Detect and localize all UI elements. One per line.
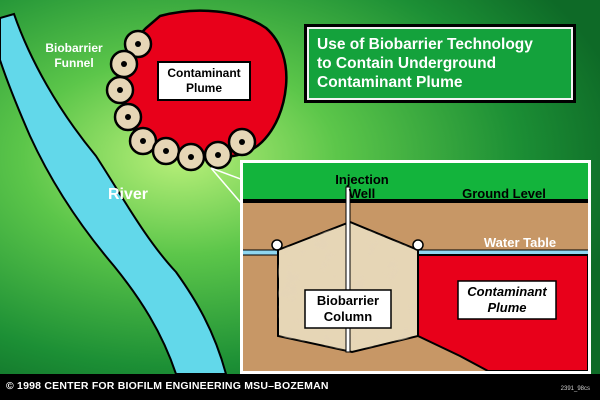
biobarrier-funnel-label-1: Biobarrier <box>45 41 103 55</box>
cross-section-inset: Injection Well Ground Level Water Table … <box>240 160 591 374</box>
footer-code: 2391_98cs <box>560 386 590 392</box>
injection-well-label-1: Injection <box>335 172 389 187</box>
water-table-label: Water Table <box>484 235 556 250</box>
ground-level-label: Ground Level <box>462 186 546 201</box>
funnel-well-center-1 <box>135 41 141 47</box>
injection-well-label-2: Well <box>349 186 376 201</box>
contaminant-plume-map-label-1: Contaminant <box>167 66 240 80</box>
contaminant-plume-section-label-1: Contaminant <box>467 284 547 299</box>
contaminant-plume-map-label-2: Plume <box>186 81 222 95</box>
title-line-1: Use of Biobarrier Technology <box>317 36 533 53</box>
title-line-2: to Contain Underground <box>317 55 497 72</box>
connector-dot-right <box>412 239 424 251</box>
funnel-well-center-4 <box>125 114 131 120</box>
funnel-well-center-8 <box>215 152 221 158</box>
funnel-well-center-5 <box>140 138 146 144</box>
funnel-well-center-6 <box>163 148 169 154</box>
contaminant-plume-section-label-box <box>457 280 557 320</box>
biobarrier-column-label-2: Column <box>324 309 372 324</box>
funnel-well-center-3 <box>117 87 123 93</box>
river <box>0 12 228 375</box>
title-box: Use of Biobarrier Technology to Contain … <box>304 24 576 103</box>
contaminant-plume-section-label-2: Plume <box>487 300 526 315</box>
footer-copyright: © 1998 CENTER FOR BIOFILM ENGINEERING MS… <box>6 380 329 392</box>
river-label: River <box>108 186 148 203</box>
biobarrier-column-label-1: Biobarrier <box>317 293 379 308</box>
biobarrier-column-label-box <box>304 289 392 329</box>
funnel-well-center-7 <box>188 154 194 160</box>
injection-well-pipe <box>345 186 351 353</box>
contaminant-plume-map-label-box <box>157 61 251 101</box>
funnel-well-center-9 <box>239 139 245 145</box>
title-line-3: Contaminant Plume <box>317 74 463 91</box>
connector-dot-left <box>271 239 283 251</box>
funnel-well-center-2 <box>121 61 127 67</box>
ground-surface <box>243 163 588 200</box>
biobarrier-funnel <box>105 29 257 172</box>
biobarrier-funnel-label-2: Funnel <box>54 56 93 70</box>
